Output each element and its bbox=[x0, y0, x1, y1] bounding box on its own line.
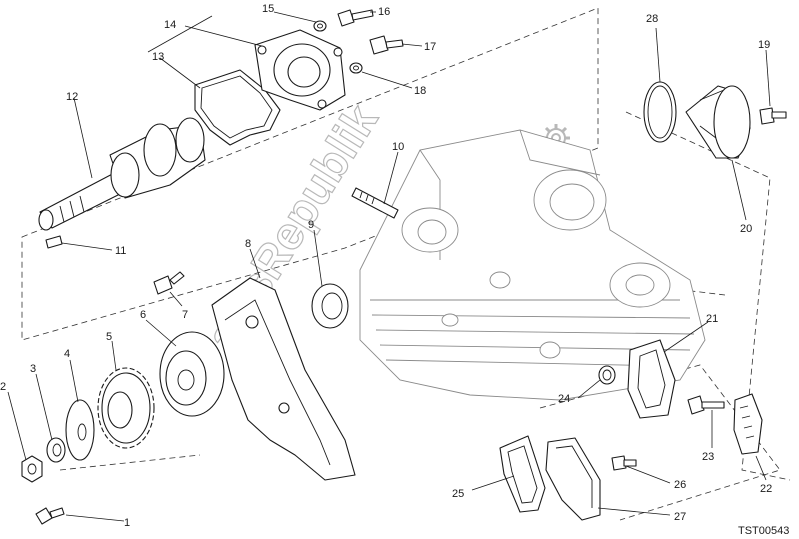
part-pin-11 bbox=[45, 235, 63, 249]
callout-9: 9 bbox=[308, 219, 314, 231]
bracket-14 bbox=[147, 15, 213, 53]
part-gasket-13 bbox=[194, 69, 281, 146]
leader-lines bbox=[7, 11, 771, 522]
callout-2: 2 bbox=[0, 381, 6, 393]
callout-8: 8 bbox=[245, 238, 251, 250]
part-camshaft-12 bbox=[38, 117, 206, 231]
part-pulley-6 bbox=[159, 331, 225, 417]
part-gasket-25 bbox=[499, 435, 546, 513]
oil-pump-assembly-frame bbox=[625, 111, 791, 481]
callout-5: 5 bbox=[106, 331, 112, 343]
part-washer-24 bbox=[598, 365, 616, 385]
callout-21: 21 bbox=[706, 313, 718, 325]
callout-12: 12 bbox=[66, 91, 78, 103]
part-washer-3 bbox=[46, 437, 66, 463]
callout-28: 28 bbox=[646, 13, 658, 25]
part-oring-28 bbox=[643, 81, 677, 143]
callout-19: 19 bbox=[758, 39, 770, 51]
part-cover-27 bbox=[545, 437, 601, 521]
callout-10: 10 bbox=[392, 141, 404, 153]
callout-6: 6 bbox=[140, 309, 146, 321]
part-seal-9 bbox=[311, 283, 349, 329]
callout-23: 23 bbox=[702, 451, 714, 463]
callout-27: 27 bbox=[674, 511, 686, 523]
callout-20: 20 bbox=[740, 223, 752, 235]
drawing-code: TST00543 bbox=[738, 525, 789, 537]
cylinder-head bbox=[359, 129, 706, 401]
part-bolt-7 bbox=[153, 271, 185, 295]
callout-18: 18 bbox=[414, 85, 426, 97]
callout-24: 24 bbox=[558, 393, 570, 405]
part-stud-10 bbox=[351, 187, 399, 219]
part-bolt-1 bbox=[35, 507, 65, 525]
callout-1: 1 bbox=[124, 517, 130, 529]
part-nut-2 bbox=[21, 455, 43, 483]
callout-4: 4 bbox=[64, 348, 70, 360]
part-pump-20 bbox=[685, 85, 751, 159]
part-bolt-26 bbox=[611, 455, 637, 471]
callout-13: 13 bbox=[152, 51, 164, 63]
part-belt-cover-8 bbox=[211, 277, 356, 481]
callout-22: 22 bbox=[760, 483, 772, 495]
part-cover-14 bbox=[254, 29, 346, 111]
part-bolt-16 bbox=[337, 9, 374, 27]
part-plate-21 bbox=[627, 339, 676, 419]
part-sensor-22 bbox=[733, 393, 763, 455]
callout-11: 11 bbox=[115, 245, 126, 257]
part-bolt-23 bbox=[687, 395, 725, 415]
callout-16: 16 bbox=[378, 6, 390, 18]
callout-14: 14 bbox=[164, 19, 176, 31]
part-gear-5 bbox=[97, 367, 155, 449]
gear-assembly-frame bbox=[59, 454, 201, 471]
callout-15: 15 bbox=[262, 3, 274, 15]
part-washer-18 bbox=[349, 62, 363, 74]
part-washer-15 bbox=[313, 20, 327, 32]
callout-3: 3 bbox=[30, 363, 36, 375]
callout-7: 7 bbox=[182, 309, 188, 321]
callout-25: 25 bbox=[452, 488, 464, 500]
callout-numbers: 1 2 3 4 5 6 7 8 9 10 11 12 13 14 15 16 1… bbox=[0, 3, 772, 529]
part-bolt-17 bbox=[369, 35, 404, 55]
part-washer-4 bbox=[65, 399, 95, 461]
part-bolt-19 bbox=[759, 107, 787, 125]
callout-17: 17 bbox=[424, 41, 436, 53]
callout-26: 26 bbox=[674, 479, 686, 491]
